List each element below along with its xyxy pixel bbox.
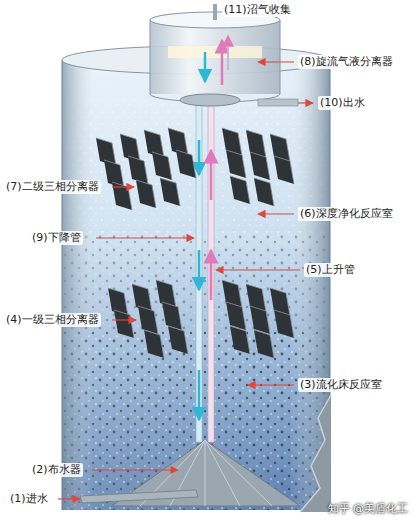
callout-label: (10)出水 — [318, 96, 367, 110]
callout-label: (6)深度净化反应室 — [298, 207, 395, 221]
callout-label: (4)一级三相分离器 — [4, 313, 101, 327]
callout-label: (11)沼气收集 — [222, 3, 293, 17]
callout-label: (8)旋流气液分离器 — [298, 55, 395, 69]
callout-label: (9)下降管 — [30, 231, 83, 245]
callout-label: (1)进水 — [8, 492, 50, 506]
watermark: 知乎 @美盾化工 — [326, 502, 411, 516]
callout-label: (2)布水器 — [30, 463, 83, 477]
callout-label: (7)二级三相分离器 — [4, 180, 101, 194]
callout-label: (5)上升管 — [304, 263, 357, 277]
callout-label: (3)流化床反应室 — [298, 378, 384, 392]
